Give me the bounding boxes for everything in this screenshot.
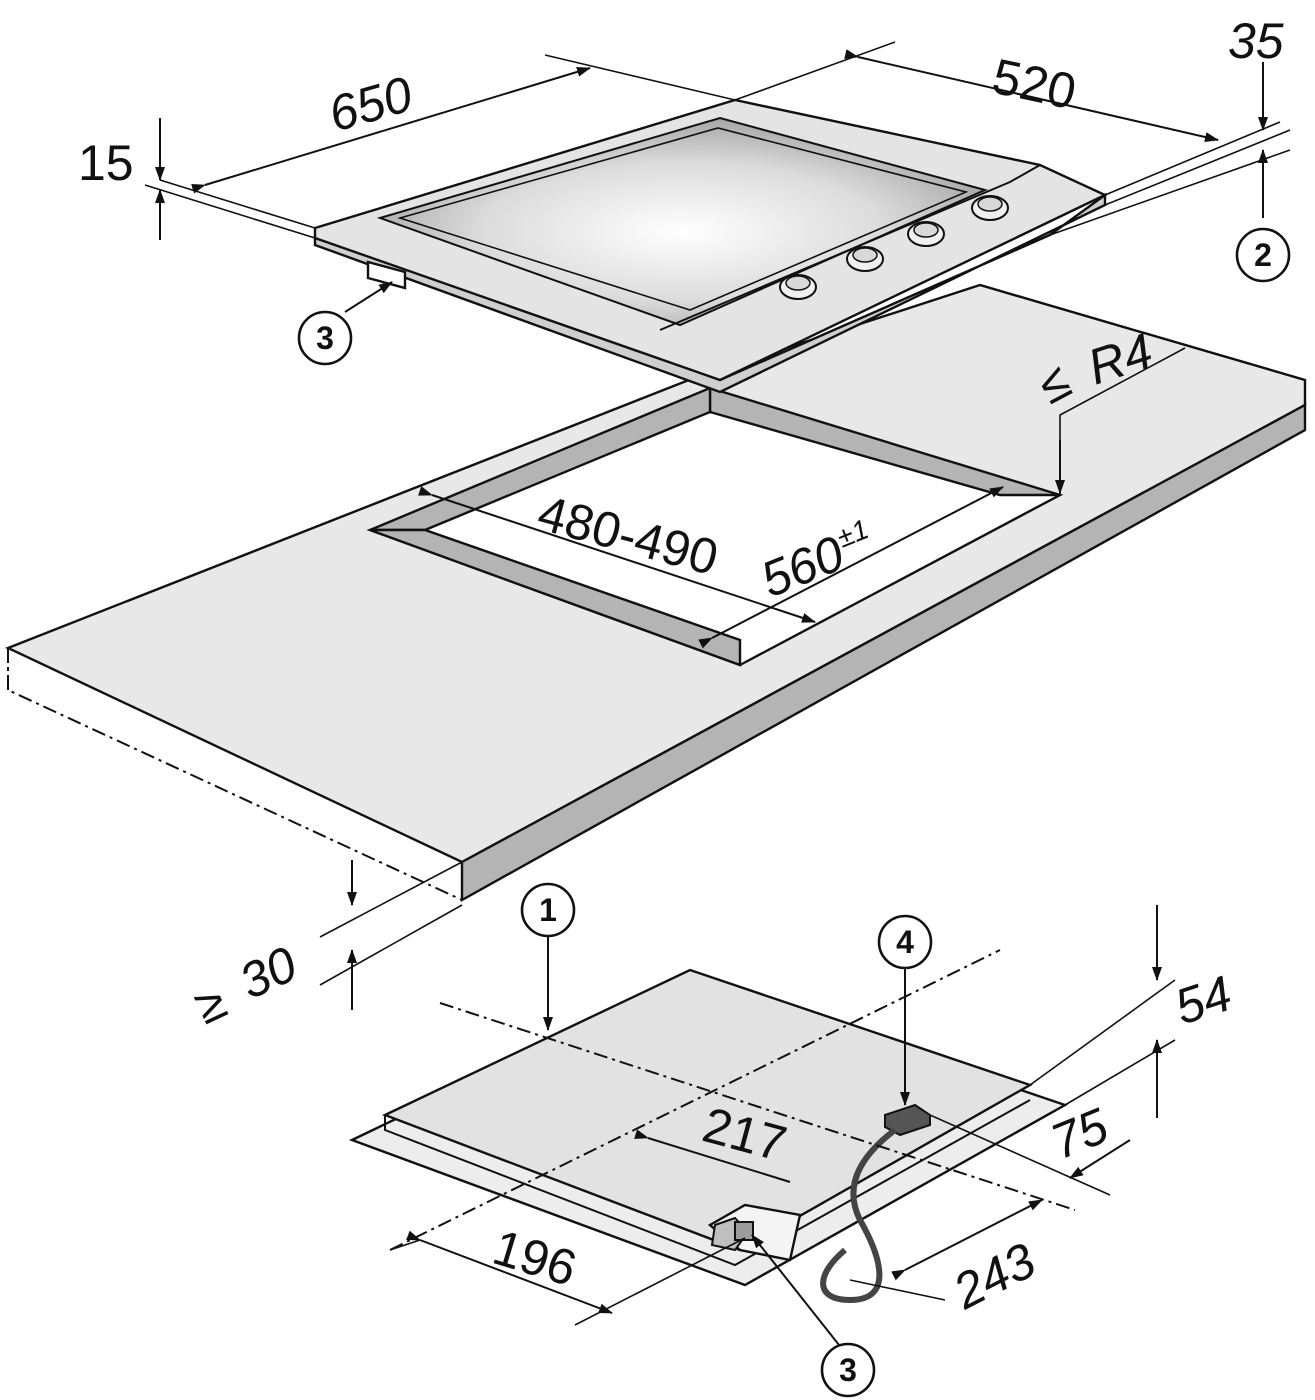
hob-underside bbox=[348, 949, 1076, 1304]
gas-connector-bottom bbox=[710, 1216, 754, 1252]
knob-2 bbox=[846, 246, 884, 272]
callout-3-bottom-label: 3 bbox=[839, 1352, 857, 1388]
dim-30: 30 bbox=[231, 936, 305, 1010]
electric-connection-box bbox=[884, 1103, 931, 1137]
dim-650: 650 bbox=[323, 66, 419, 143]
callout-3-bottom: 3 bbox=[820, 1342, 876, 1398]
dim-196: 196 bbox=[487, 1219, 583, 1297]
bottom-dimension-lines bbox=[389, 905, 1176, 1326]
control-knobs bbox=[779, 195, 1009, 300]
callout-3-top-label: 3 bbox=[316, 320, 334, 356]
knob-4 bbox=[971, 195, 1009, 221]
dim-54: 54 bbox=[1168, 965, 1238, 1035]
power-cable bbox=[820, 1127, 897, 1304]
callout-4-label: 4 bbox=[896, 924, 914, 960]
callout-4: 4 bbox=[877, 914, 933, 970]
callout-1-label: 1 bbox=[539, 892, 557, 928]
gas-connector-top bbox=[366, 260, 407, 290]
top-dimension-lines bbox=[144, 41, 1291, 1010]
callout-leaders bbox=[344, 281, 910, 1351]
callout-3-top: 3 bbox=[297, 310, 353, 366]
dim-35: 35 bbox=[1228, 13, 1284, 69]
dim-243: 243 bbox=[944, 1232, 1045, 1320]
callout-2: 2 bbox=[1235, 227, 1291, 283]
knob-3 bbox=[907, 221, 945, 247]
callout-2-label: 2 bbox=[1254, 237, 1272, 273]
dim-30-prefix: ≥ bbox=[186, 973, 235, 1035]
dim-520: 520 bbox=[988, 48, 1081, 120]
dim-15: 15 bbox=[78, 135, 134, 191]
callout-1: 1 bbox=[520, 882, 576, 938]
knob-1 bbox=[779, 274, 817, 300]
